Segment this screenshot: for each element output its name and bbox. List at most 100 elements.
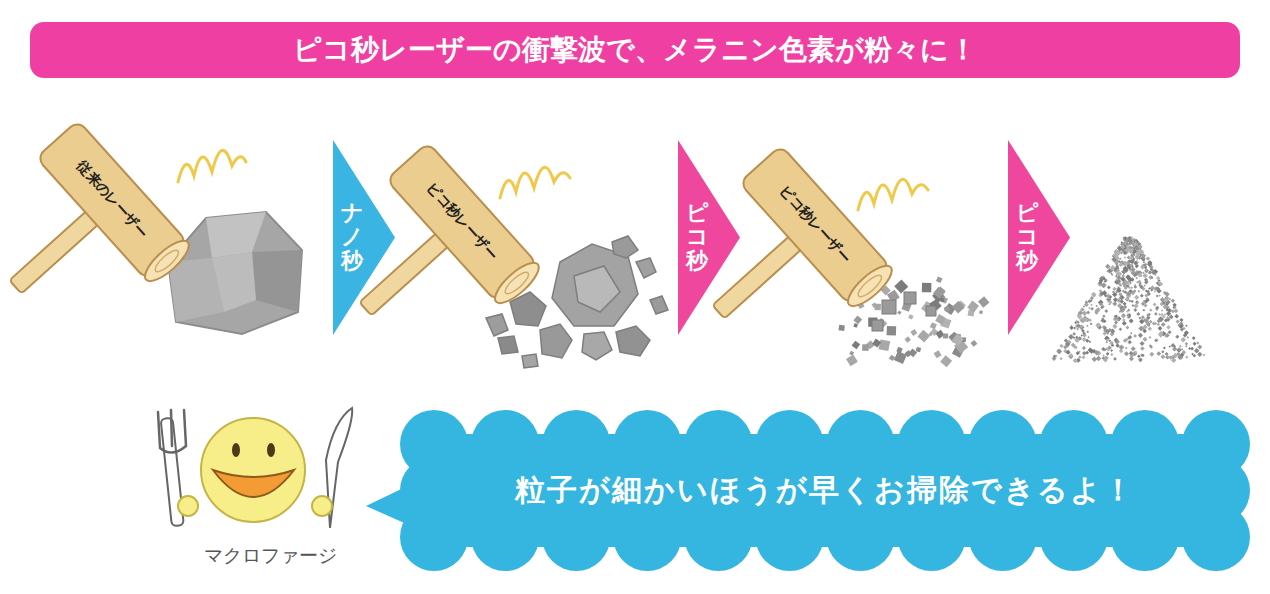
- dust-grain: [1112, 301, 1117, 306]
- dust-grain: [1143, 300, 1147, 304]
- melanin-fragments: [540, 324, 572, 358]
- dust-grain: [1143, 309, 1146, 312]
- dust-grain: [1103, 320, 1107, 324]
- dust-grain: [1124, 256, 1127, 259]
- particle: [908, 314, 913, 319]
- dust-grain: [1082, 346, 1086, 350]
- dust-grain: [1080, 308, 1084, 312]
- dust-grain: [1175, 319, 1179, 323]
- particle: [926, 306, 936, 316]
- pico-arrow: ピコ秒: [1008, 140, 1070, 335]
- dust-grain: [1133, 242, 1137, 246]
- dust-grain: [1140, 341, 1145, 346]
- character-name: マクロファージ: [204, 543, 337, 569]
- dust-grain: [1090, 307, 1094, 311]
- dust-grain: [1143, 273, 1148, 278]
- dust-grain: [1112, 291, 1114, 293]
- dust-grain: [1082, 351, 1086, 355]
- cloud-bump: [969, 503, 1037, 571]
- dust-grain: [1111, 274, 1113, 276]
- dust-grain: [1105, 347, 1108, 350]
- dust-grain: [1130, 278, 1134, 282]
- dust-grain: [1095, 305, 1098, 308]
- dust-grain: [1166, 308, 1169, 311]
- dust-grain: [1203, 354, 1205, 356]
- dust-grain: [1147, 290, 1150, 293]
- dust-grain: [1160, 302, 1164, 306]
- dust-grain: [1140, 294, 1144, 298]
- particle: [894, 351, 907, 364]
- dust-grain: [1130, 263, 1134, 267]
- cloud-bump: [542, 410, 610, 478]
- dust-grain: [1141, 315, 1145, 319]
- dust-grain: [1128, 335, 1132, 339]
- dust-grain: [1180, 323, 1184, 327]
- melanin-fragments: [650, 296, 668, 314]
- dust-grain: [1165, 352, 1169, 356]
- dust-grain: [1106, 339, 1109, 342]
- dust-grain: [1095, 323, 1100, 328]
- dust-grain: [1139, 319, 1145, 325]
- dust-grain: [1102, 290, 1107, 295]
- hammer-label: ピコ秒レーザー: [423, 180, 502, 265]
- dust-grain: [1154, 312, 1158, 316]
- dust-grain: [1130, 286, 1133, 289]
- dust-grain: [1104, 355, 1109, 360]
- particle: [839, 325, 845, 331]
- dust-grain: [1069, 353, 1073, 357]
- dust-grain: [1088, 307, 1091, 310]
- dust-grain: [1127, 283, 1130, 286]
- dust-grain: [1128, 286, 1131, 289]
- dust-grain: [1053, 355, 1056, 358]
- dust-grain: [1117, 303, 1122, 308]
- dust-grain: [1102, 354, 1105, 357]
- dust-grain: [1153, 303, 1157, 307]
- dust-grain: [1123, 305, 1127, 309]
- dust-grain: [1127, 276, 1129, 278]
- dust-grain: [1148, 275, 1153, 280]
- dust-grain: [1131, 265, 1133, 267]
- dust-grain: [1122, 321, 1127, 326]
- dust-grain: [1166, 316, 1169, 319]
- dust-grain: [1116, 298, 1121, 303]
- dust-grain: [1172, 299, 1175, 302]
- dust-grain: [1090, 322, 1093, 325]
- hammer-label: 従来のレーザー: [73, 158, 152, 243]
- dust-grain: [1173, 309, 1178, 314]
- dust-grain: [1138, 357, 1143, 362]
- dust-grain: [1087, 331, 1090, 334]
- dust-grain: [1101, 347, 1105, 351]
- dust-grain: [1077, 321, 1080, 324]
- hammer: [502, 269, 531, 297]
- dust-grain: [1126, 310, 1128, 312]
- dust-grain: [1164, 319, 1168, 323]
- cloud-bump: [1040, 410, 1108, 478]
- melanin-rock: [168, 212, 302, 334]
- dust-grain: [1102, 326, 1107, 331]
- dust-grain: [1193, 342, 1197, 346]
- dust-grain: [1166, 309, 1168, 311]
- dust-grain: [1124, 262, 1128, 266]
- macrophage-character: [178, 496, 198, 516]
- cloud-bump: [471, 410, 539, 478]
- dust-grain: [1115, 262, 1119, 266]
- dust-grain: [1161, 354, 1166, 359]
- dust-grain: [1108, 339, 1111, 342]
- dust-grain: [1091, 292, 1096, 297]
- cloud-bump: [542, 503, 610, 571]
- cloud-bump: [969, 410, 1037, 478]
- dust-grain: [1101, 282, 1107, 288]
- particle: [872, 339, 881, 348]
- dust-grain: [1103, 277, 1107, 281]
- particle: [904, 336, 910, 342]
- dust-grain: [1114, 338, 1119, 343]
- dust-grain: [1196, 342, 1199, 345]
- dust-grain: [1083, 305, 1085, 307]
- dust-grain: [1163, 299, 1167, 303]
- dust-grain: [1149, 345, 1153, 349]
- dust-grain: [1149, 320, 1152, 323]
- dust-grain: [1197, 352, 1202, 357]
- dust-grain: [1143, 337, 1148, 342]
- dust-grain: [1128, 300, 1131, 303]
